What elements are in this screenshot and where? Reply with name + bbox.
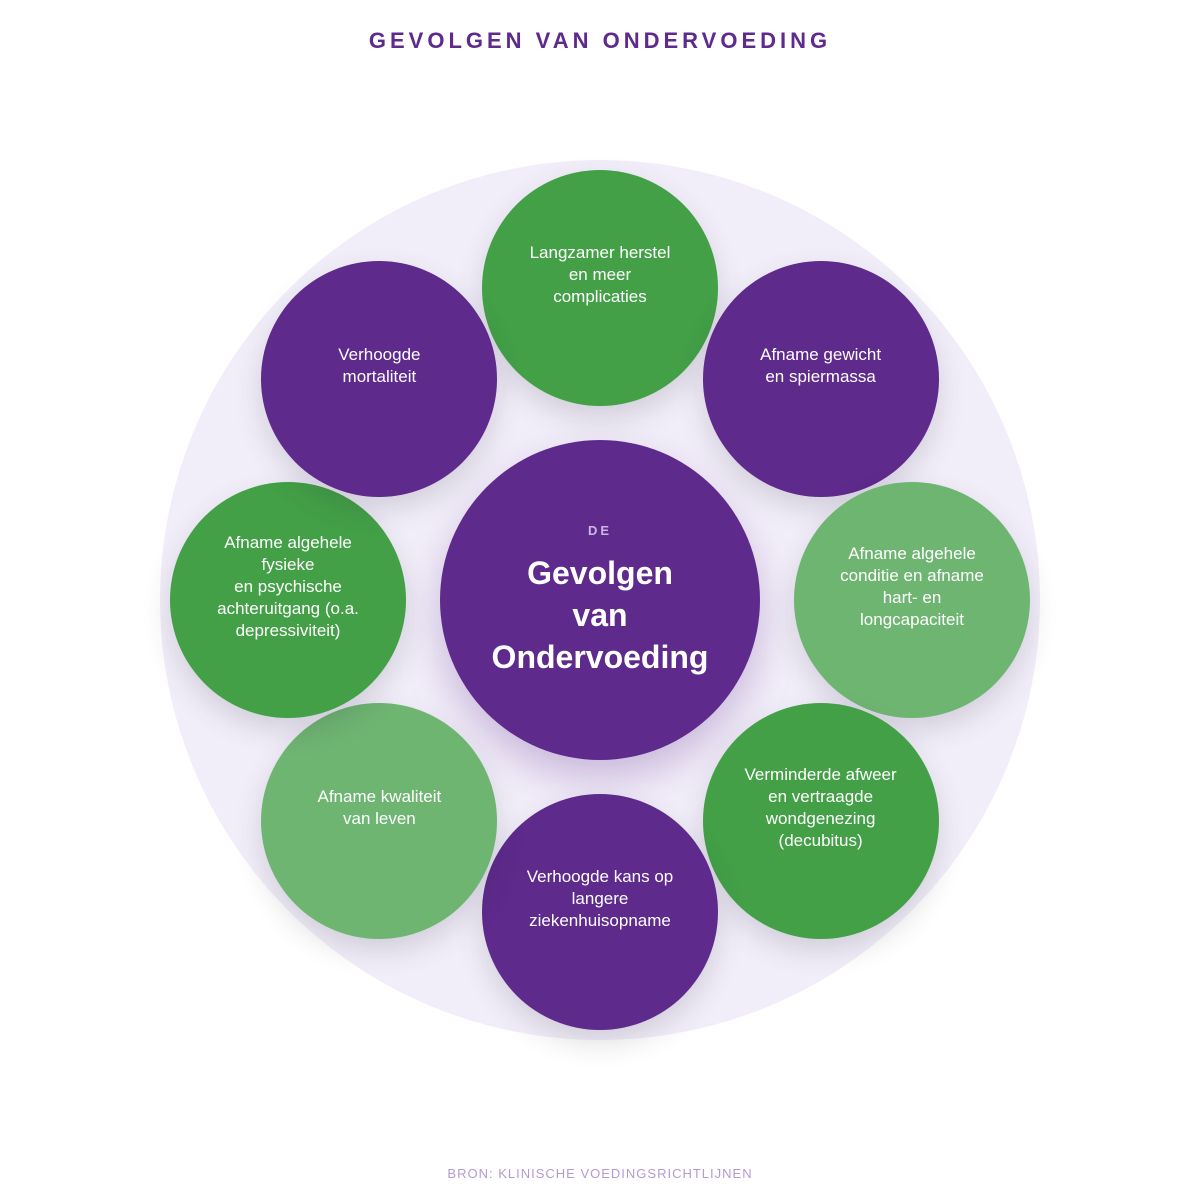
consequence-node: Langzamer herstel en meer complicaties	[482, 170, 718, 406]
consequence-label: Verhoogde kans op langere ziekenhuisopna…	[526, 867, 674, 930]
consequence-node: Afname algehele conditie en afname hart-…	[794, 482, 1030, 718]
center-hub: DE Gevolgen van Ondervoeding	[440, 440, 760, 760]
consequence-label: Langzamer herstel en meer complicaties	[529, 243, 671, 306]
consequence-label: Afname gewicht en spiermassa	[760, 345, 882, 387]
consequence-label: Verhoogde mortaliteit	[338, 345, 421, 387]
consequence-node: Afname kwaliteit van leven	[261, 702, 498, 939]
center-eyebrow: DE	[587, 522, 613, 538]
consequence-label: Verminderde afweer en vertraagde wondgen…	[744, 764, 897, 850]
center-title: Gevolgen van Ondervoeding	[491, 554, 709, 675]
consequence-label: Afname algehele conditie en afname hart-…	[840, 544, 984, 629]
source-note: BRON: KLINISCHE VOEDINGSRICHTLIJNEN	[447, 1166, 753, 1181]
consequence-node: Afname algehele fysieke en psychische ac…	[170, 482, 406, 718]
consequence-label: Afname kwaliteit van leven	[317, 786, 442, 828]
consequence-node: Verhoogde mortaliteit	[261, 261, 498, 498]
consequence-node: Verhoogde kans op langere ziekenhuisopna…	[482, 794, 718, 1030]
page-title: GEVOLGEN VAN ONDERVOEDING	[368, 28, 832, 53]
consequence-node: Afname gewicht en spiermassa	[702, 261, 939, 498]
consequence-label: Afname algehele fysieke en psychische ac…	[217, 533, 359, 640]
consequence-node: Verminderde afweer en vertraagde wondgen…	[702, 702, 939, 939]
